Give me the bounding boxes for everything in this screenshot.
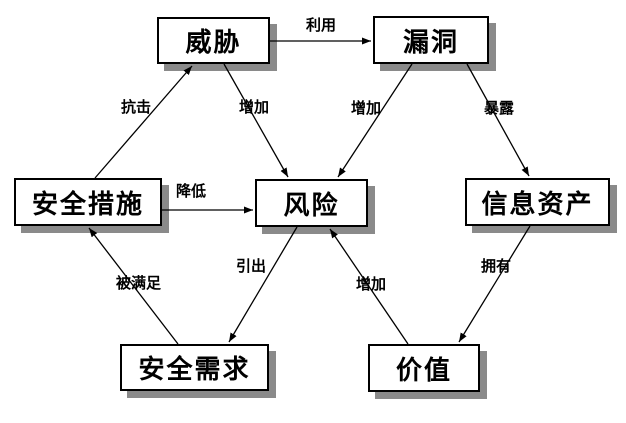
edge-threat-increases-risk [223,63,289,178]
node-security-measures-label: 安全措施 [31,188,144,219]
edge-label-resist: 抗击 [121,99,152,116]
node-risk: 风险 [255,179,368,227]
edge-label-increase-threat: 增加 [239,99,270,116]
node-vulnerability-label: 漏洞 [402,26,459,57]
edge-assets-own-value [458,225,531,343]
node-vulnerability: 漏洞 [373,16,489,64]
edge-label-own: 拥有 [481,258,512,275]
edge-vulnerability-exposes-assets [466,63,530,177]
node-threat: 威胁 [157,17,270,64]
node-security-measures: 安全措施 [14,178,162,226]
edge-label-satisfied-by: 被满足 [116,275,162,292]
edge-label-increase-vuln: 增加 [351,100,382,117]
edge-label-expose: 暴露 [484,100,515,117]
edge-measures-resist-threat [94,65,193,179]
edge-label-increase-value: 增加 [356,276,387,293]
node-value-label: 价值 [395,354,452,385]
node-security-requirements: 安全需求 [120,344,269,391]
node-information-assets: 信息资产 [465,178,610,226]
node-information-assets-label: 信息资产 [481,188,594,219]
node-security-requirements-label: 安全需求 [138,354,251,384]
edge-label-reduce: 降低 [176,183,207,200]
edge-risk-leadsto-requirements [228,226,298,343]
edge-label-lead-to: 引出 [236,258,267,275]
edge-label-exploit: 利用 [306,17,337,34]
node-risk-label: 风险 [283,189,340,220]
node-threat-label: 威胁 [185,27,242,57]
node-value: 价值 [368,344,480,392]
edge-vulnerability-increases-risk [337,63,413,178]
